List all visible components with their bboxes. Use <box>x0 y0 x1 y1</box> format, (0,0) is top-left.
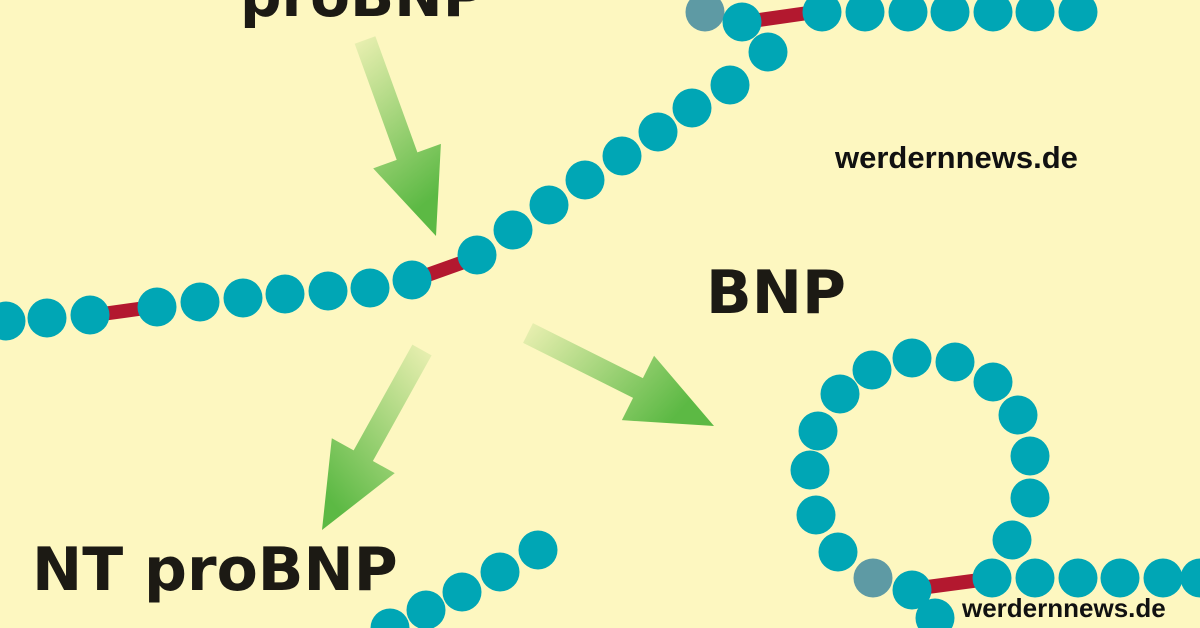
amino-acid-bead <box>972 558 1012 598</box>
amino-acid-bead <box>1015 0 1055 32</box>
amino-acid-bead <box>442 572 482 612</box>
amino-acid-bead <box>406 590 446 628</box>
amino-acid-bead <box>70 295 110 335</box>
amino-acid-bead <box>992 520 1032 560</box>
amino-acid-bead <box>265 274 305 314</box>
amino-acid-bead <box>685 0 725 32</box>
probnp-label: proBNP <box>240 0 485 30</box>
amino-acid-bead <box>973 362 1013 402</box>
amino-acid-bead <box>518 530 558 570</box>
amino-acid-bead <box>0 301 26 341</box>
amino-acid-bead <box>853 558 893 598</box>
amino-acid-bead <box>350 268 390 308</box>
amino-acid-bead <box>852 350 892 390</box>
amino-acid-bead <box>930 0 970 32</box>
amino-acid-bead <box>1010 436 1050 476</box>
arrow-to-nt-probnp <box>322 344 432 530</box>
bnp-label: BNP <box>706 258 846 328</box>
amino-acid-bead <box>638 112 678 152</box>
amino-acid-bead <box>1058 558 1098 598</box>
nt-probnp-label: NT proBNP <box>32 535 398 605</box>
amino-acid-bead <box>722 2 762 42</box>
amino-acid-bead <box>493 210 533 250</box>
amino-acid-bead <box>818 532 858 572</box>
amino-acid-bead <box>137 287 177 327</box>
amino-acid-bead <box>565 160 605 200</box>
watermark-main: werdernnews.de <box>835 140 1078 175</box>
arrow-to-cleavage <box>354 36 441 236</box>
amino-acid-bead <box>308 271 348 311</box>
amino-acid-bead <box>915 598 955 628</box>
amino-acid-bead <box>529 185 569 225</box>
watermark-corner: werdernnews.de <box>962 593 1166 623</box>
amino-acid-bead <box>798 411 838 451</box>
amino-acid-bead <box>796 495 836 535</box>
amino-acid-bead <box>888 0 928 32</box>
amino-acid-bead <box>457 235 497 275</box>
amino-acid-bead <box>1143 558 1183 598</box>
amino-acid-bead <box>602 136 642 176</box>
amino-acid-bead <box>710 65 750 105</box>
amino-acid-bead <box>1100 558 1140 598</box>
amino-acid-bead <box>27 298 67 338</box>
amino-acid-bead <box>1058 0 1098 32</box>
amino-acid-bead <box>1180 558 1200 598</box>
amino-acid-bead <box>820 374 860 414</box>
amino-acid-bead <box>480 552 520 592</box>
amino-acid-bead <box>223 278 263 318</box>
arrow-to-bnp <box>523 323 714 426</box>
amino-acid-bead <box>790 450 830 490</box>
amino-acid-bead <box>180 282 220 322</box>
amino-acid-bead <box>935 342 975 382</box>
amino-acid-bead <box>392 260 432 300</box>
amino-acid-bead <box>370 608 410 628</box>
amino-acid-bead <box>845 0 885 32</box>
amino-acid-bead <box>892 338 932 378</box>
amino-acid-bead <box>998 395 1038 435</box>
amino-acid-bead <box>1010 478 1050 518</box>
amino-acid-bead <box>672 88 712 128</box>
amino-acid-bead <box>748 32 788 72</box>
amino-acid-bead <box>973 0 1013 32</box>
amino-acid-bead <box>1015 558 1055 598</box>
amino-acid-bead <box>892 570 932 610</box>
amino-acid-bead <box>802 0 842 32</box>
